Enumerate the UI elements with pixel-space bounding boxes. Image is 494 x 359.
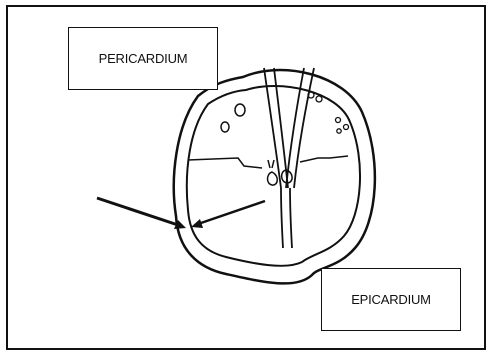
vessel-line-4 [294, 68, 314, 188]
central-marker [268, 160, 274, 168]
pericardium-label: PERICARDIUM [68, 27, 218, 90]
septum-left [188, 158, 262, 168]
cavity-left-1 [235, 104, 245, 116]
central-node-left [268, 172, 278, 185]
cavity-right-2 [316, 96, 322, 102]
epicardium-label: EPICARDIUM [321, 268, 461, 331]
pointer-arrow-1 [97, 198, 181, 226]
pericardium-outline [174, 70, 375, 283]
pointer-arrow-2-head [191, 219, 203, 228]
cavity-right-5 [337, 129, 341, 133]
epicardium-outline [187, 86, 360, 266]
cavity-left-2 [221, 122, 229, 132]
vessel-trunk-left [281, 188, 283, 248]
cavity-right-3 [336, 118, 341, 123]
cavity-right-4 [344, 125, 349, 130]
pointer-arrow-2 [198, 201, 265, 224]
septum-right [300, 156, 348, 162]
vessel-trunk-right [290, 188, 292, 248]
